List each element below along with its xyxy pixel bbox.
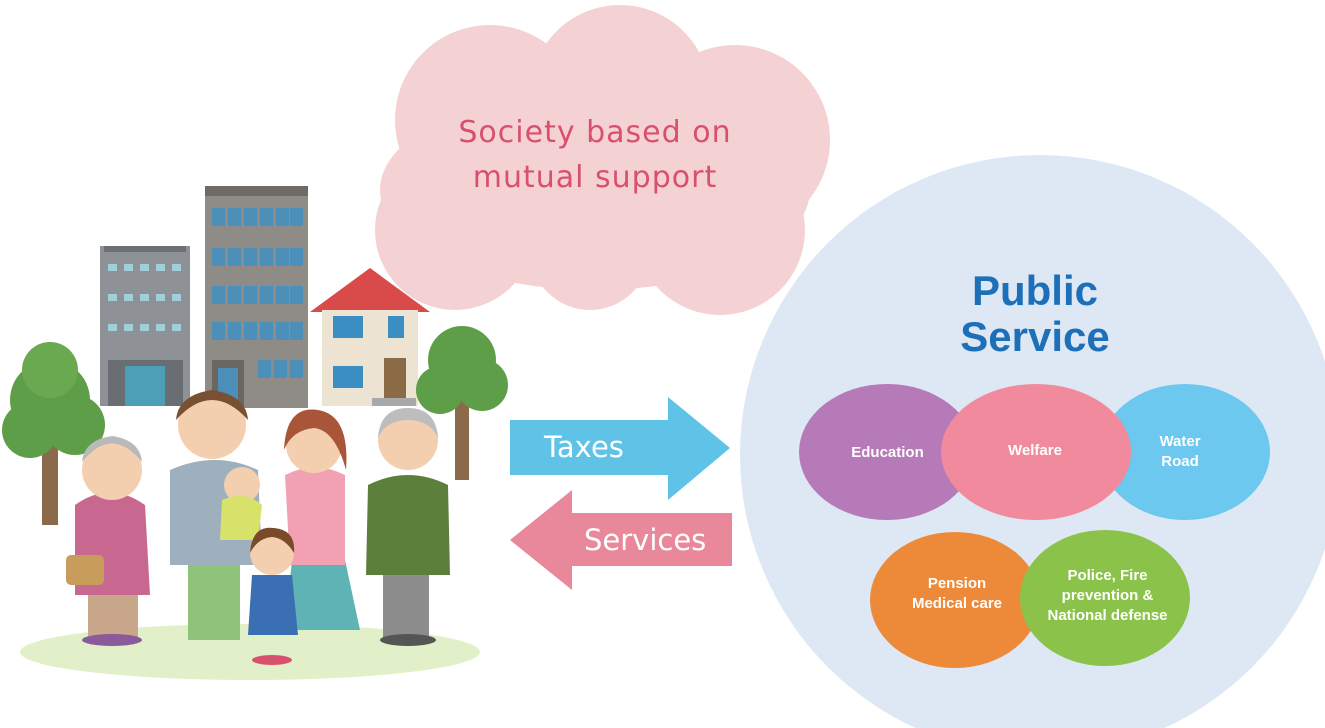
girl-figure — [248, 527, 298, 665]
taxes-label: Taxes — [544, 430, 624, 464]
pension-label-line2: Medical care — [911, 595, 1003, 612]
public-service-title-line2: Service — [960, 313, 1110, 360]
education-label: Education — [820, 443, 955, 463]
police-label: Police, Fire prevention & National defen… — [1030, 566, 1185, 626]
father-figure — [170, 390, 262, 640]
tree-right-icon — [416, 326, 508, 480]
taxes-arrow — [510, 397, 730, 500]
police-label-line1: Police, Fire — [1067, 567, 1148, 584]
water-road-label-line2: Road — [1161, 453, 1199, 470]
water-road-bubble — [1100, 384, 1270, 520]
apartment-building-icon — [100, 246, 190, 406]
welfare-label: Welfare — [975, 441, 1095, 461]
tree-left-icon — [2, 342, 105, 525]
pension-label-line1: Pension — [927, 575, 987, 592]
education-bubble — [799, 384, 975, 520]
mother-figure — [284, 409, 360, 630]
education-label-line1: Education — [851, 444, 924, 461]
services-arrow — [510, 490, 732, 590]
cloud-text: Society based on mutual support — [400, 110, 790, 200]
welfare-bubble — [941, 384, 1131, 520]
house-icon — [310, 268, 430, 406]
police-label-line3: National defense — [1047, 607, 1168, 624]
water-road-label: Water Road — [1130, 432, 1230, 472]
grandfather-figure — [366, 408, 450, 646]
office-building-icon — [205, 186, 308, 408]
water-road-label-line1: Water — [1159, 433, 1201, 450]
public-service-title-line1: Public — [971, 267, 1099, 314]
services-label: Services — [584, 523, 707, 557]
public-service-title: Public Service — [900, 268, 1170, 360]
police-label-line2: prevention & — [1061, 587, 1154, 604]
pension-label: Pension Medical care — [892, 574, 1022, 614]
welfare-label-line1: Welfare — [1008, 442, 1062, 459]
cloud-text-line2: mutual support — [472, 160, 718, 195]
cloud-text-line1: Society based on — [458, 115, 732, 150]
grandmother-figure — [66, 436, 150, 646]
community-illustration — [2, 186, 508, 680]
police-bubble — [1020, 530, 1190, 666]
pension-bubble — [870, 532, 1040, 668]
cloud-shape — [375, 5, 830, 315]
